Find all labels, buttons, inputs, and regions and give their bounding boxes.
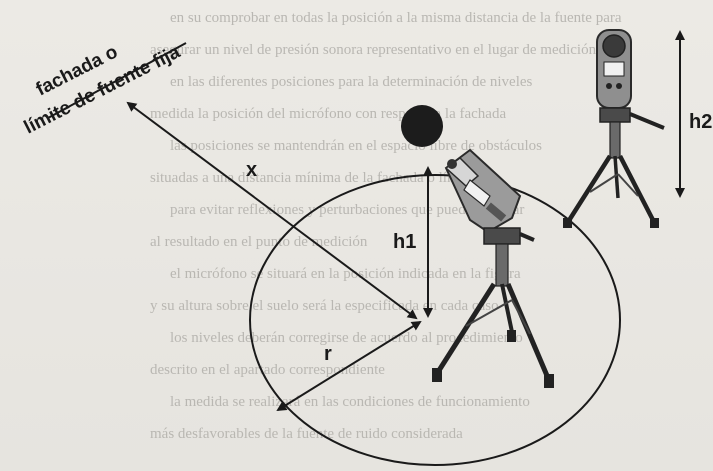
bleed-text-line: asegurar un nivel de presión sonora repr… xyxy=(150,42,597,58)
bleed-text-line: más desfavorables de la fuente de ruido … xyxy=(150,426,463,442)
bleed-text-line: las posiciones se mantendrán en el espac… xyxy=(170,138,542,154)
radius-r-arrow xyxy=(276,320,422,412)
bleed-text-line: y su altura sobre el suelo será la espec… xyxy=(150,298,499,314)
height-h1-label: h1 xyxy=(393,231,416,253)
distance-x-arrow xyxy=(126,101,418,320)
measurement-circle xyxy=(249,174,621,466)
height-h2-label: h2 xyxy=(689,111,712,133)
bleed-text-line: al resultado en el punto de medición xyxy=(150,234,368,250)
facade-line xyxy=(47,42,187,119)
sound-level-meter-tripod-small xyxy=(563,29,665,228)
distance-x-label: x xyxy=(246,159,257,181)
bleed-text-line: en las diferentes posiciones para la det… xyxy=(170,74,533,90)
sound-source-sphere xyxy=(401,105,443,147)
bleed-text-line: situadas a una distancia mínima de la fa… xyxy=(150,170,474,186)
bleed-text-line: medida la posición del micrófono con res… xyxy=(150,106,506,122)
bleed-text-line: los niveles deberán corregirse de acuerd… xyxy=(170,330,523,346)
bleed-text-line: en su comprobar en todas la posición a l… xyxy=(170,10,622,26)
sound-level-meter-tripod-large xyxy=(432,148,554,388)
bleed-text-line: la medida se realizará en las condicione… xyxy=(170,394,530,410)
radius-r-label: r xyxy=(324,343,332,365)
bleed-text-line: el micrófono se situará en la posición i… xyxy=(170,266,521,282)
